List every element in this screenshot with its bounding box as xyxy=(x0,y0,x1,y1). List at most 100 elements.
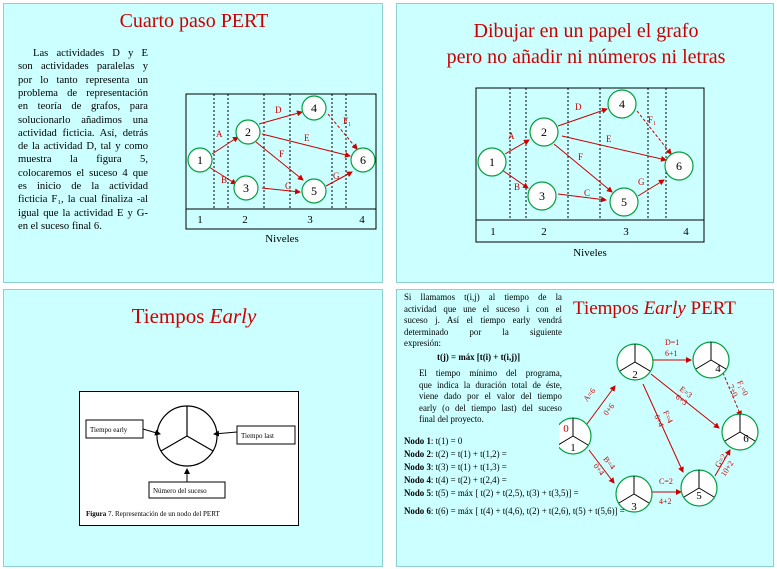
edge-label-d: D xyxy=(275,105,282,115)
edge-label-f: F xyxy=(578,152,583,162)
edge-label-g: G xyxy=(638,177,645,187)
slide-title: Cuarto paso PERT xyxy=(119,10,269,32)
level-2: 2 xyxy=(541,226,547,238)
edge-b-calc: 0+4 xyxy=(591,462,606,477)
edge-a-calc: 0+6 xyxy=(601,402,616,417)
graph-node-3: 3 xyxy=(539,189,545,203)
graph-frame xyxy=(475,87,705,243)
slide-title: Tiempos Early xyxy=(4,304,382,329)
node-formula-row: Nodo 4: t(4) = t(2) + t(2,4) = xyxy=(404,475,507,485)
text-line: igual que la actividad E y G- xyxy=(18,207,148,219)
text-line: son actividades paralelas y xyxy=(18,61,148,73)
text-line: por lo tanto representa un xyxy=(18,74,148,86)
node-diagram: Tiempo early Tiempo last Número del suce… xyxy=(85,405,296,499)
label-tiempo-early: Tiempo early xyxy=(90,426,128,434)
graph-node-4: 4 xyxy=(619,97,625,111)
slide-tiempos-early: Tiempos Early Tiempo early Tiempo last N… xyxy=(3,289,383,567)
graph-node-6: 6 xyxy=(743,433,749,445)
graph-frame xyxy=(185,93,377,230)
text-line: en el suceso final 6. xyxy=(18,220,102,232)
level-3: 3 xyxy=(623,226,629,238)
edge-label-c: C xyxy=(584,188,590,198)
text-line: early (o del tiempo last) del suceso xyxy=(419,402,562,413)
text-line: colocaremos el suceso 4 que xyxy=(18,167,148,179)
level-1: 1 xyxy=(490,226,496,238)
title-line-1: Dibujar en un papel el grafo xyxy=(473,20,699,42)
level-1: 1 xyxy=(197,214,203,226)
title-italic: Early xyxy=(209,304,257,328)
text-line: en teoría de grafos, para xyxy=(18,101,148,113)
graph-node-6: 6 xyxy=(676,159,682,173)
text-line: es inicio de la actividad xyxy=(18,181,148,192)
edge-label-f1: F₁ xyxy=(648,115,656,125)
graph-node-4: 4 xyxy=(311,101,317,115)
graph-node-2: 2 xyxy=(245,125,251,139)
graph-node-1: 1 xyxy=(489,155,495,169)
edge-c: C=2 xyxy=(659,477,673,486)
edge-label-a: A xyxy=(508,131,515,141)
slide-title: Tiempos Early PERT xyxy=(573,298,736,319)
edge-d-calc: 6+1 xyxy=(665,349,678,358)
node-formula-row: Nodo 5: t(5) = máx [ t(2) + t(2,5), t(3)… xyxy=(404,488,579,498)
node-representation-figure: Tiempo early Tiempo last Número del suce… xyxy=(79,391,299,526)
slide-cuarto-paso: Cuarto paso PERT Las actividades D y E so… xyxy=(3,3,383,283)
edge-label-e: E xyxy=(606,134,612,144)
levels-label: Niveles xyxy=(265,233,299,245)
graph-node-4: 4 xyxy=(715,363,721,375)
level-4: 4 xyxy=(359,214,365,226)
level-3: 3 xyxy=(307,214,313,226)
text-line: suceso j. Así el tiempo early vendrá xyxy=(404,315,562,326)
text-line: determinado por la siguiente xyxy=(404,326,562,337)
text-line: de la actividad D, tal y como xyxy=(18,141,148,153)
edge-label-b: B xyxy=(221,175,227,185)
pert-graph-empty: 1 2 3 4 5 6 A B C D E F G F₁ 1 2 3 4 Niv… xyxy=(475,87,705,259)
text-line: problema de representación xyxy=(18,87,148,99)
text-line: que indica la duración total de éste, xyxy=(419,379,562,390)
text-line: Las actividades D y E xyxy=(33,48,148,59)
pert-early-graph: 1 2 3 4 5 6 0 A=6 0+6 B=4 0+4 D=1 6+1 E=… xyxy=(559,338,759,513)
pert-graph-figure-5: 1 2 3 4 5 6 A B C D E F G F₁ 1 2 3 4 Niv… xyxy=(185,93,377,245)
text-line: solucionarlo añadimos una xyxy=(18,114,148,126)
title-plain: Tiempos xyxy=(131,304,210,328)
text-line: Si llamamos t(i,j) al tiempo de la xyxy=(404,292,562,302)
edge-label-a: A xyxy=(216,129,223,139)
node-formula-row: Nodo 2: t(2) = t(1) + t(1,2) = xyxy=(404,449,507,459)
node-formula-row: Nodo 6: t(6) = máx [ t(4) + t(4,6), t(2)… xyxy=(404,506,625,516)
text-line: final del proyecto. xyxy=(419,414,484,425)
text-line: ficticia F₁, la cual finaliza -al xyxy=(18,194,148,206)
slide-tiempos-early-pert: Tiempos Early PERT Si llamamos t(i,j) al… xyxy=(396,289,774,567)
graph-node-1: 1 xyxy=(570,442,576,454)
edge-label-f1: F₁ xyxy=(343,116,351,126)
graph-node-5: 5 xyxy=(311,184,317,198)
edge-d: D=1 xyxy=(665,338,679,347)
levels-label: Niveles xyxy=(573,247,607,259)
node-formula-row: Nodo 3: t(3) = t(1) + t(1,3) = xyxy=(404,462,507,472)
title-line-2: pero no añadir ni números ni letras xyxy=(446,46,726,68)
figure-caption: Figura 7. Representación de un nodo del … xyxy=(86,510,220,518)
edge-c-calc: 4+2 xyxy=(659,497,672,506)
edge-label-f: F xyxy=(279,149,284,159)
text-line: muestra la figura 5, xyxy=(18,154,148,166)
label-numero-suceso: Número del suceso xyxy=(153,487,207,495)
edge-label-c: C xyxy=(285,181,291,191)
graph-node-3: 3 xyxy=(631,501,637,513)
level-2: 2 xyxy=(242,214,248,226)
graph-node-2: 2 xyxy=(541,125,547,139)
text-line: actividad que une el suceso i con el xyxy=(404,303,562,314)
edge-label-d: D xyxy=(575,102,582,112)
text-line: expresión: xyxy=(404,338,441,349)
graph-node-6: 6 xyxy=(360,153,366,167)
text-line: viene dado por el valor del tiempo xyxy=(419,391,562,402)
graph-node-1: 1 xyxy=(197,153,203,167)
text-line: actividad ficticia. Así, detrás xyxy=(18,127,148,139)
edge-label-e: E xyxy=(304,133,310,143)
node-formula-row: Nodo 1: t(1) = 0 xyxy=(404,436,463,446)
label-tiempo-last: Tiempo last xyxy=(241,432,274,440)
slide-title: Dibujar en un papel el grafo pero no aña… xyxy=(397,18,773,70)
edge-a: A=6 xyxy=(581,386,597,403)
graph-node-5: 5 xyxy=(696,490,702,502)
text-line: El tiempo mínimo del programa, xyxy=(419,368,562,378)
formula: t(j) = máx [t(i) + t(i,j)] xyxy=(437,352,521,362)
node-1-early-time: 0 xyxy=(563,423,569,435)
graph-node-2: 2 xyxy=(632,369,638,381)
